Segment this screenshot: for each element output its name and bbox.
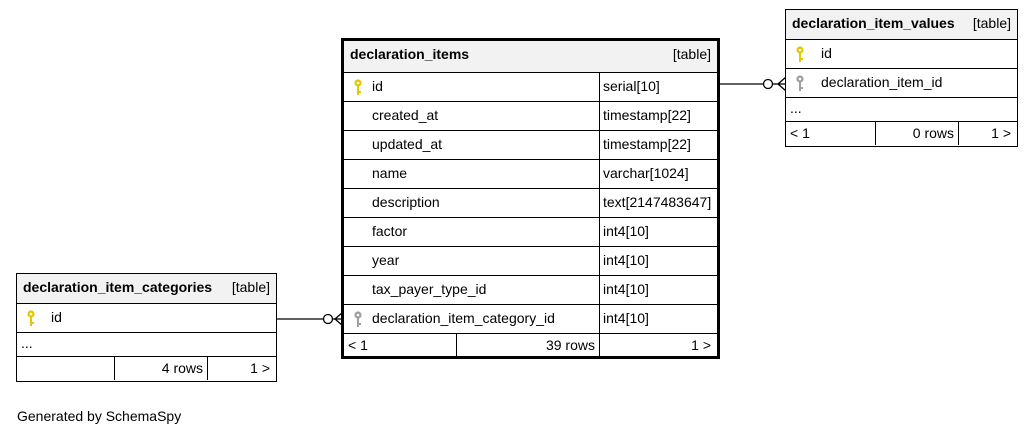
table-kind: [table] [231, 279, 270, 295]
column-type: int4[10] [599, 218, 717, 246]
column-type: text[2147483647] [599, 189, 717, 217]
column-name: id [821, 45, 832, 61]
column-type: varchar[1024] [599, 160, 717, 188]
table-name: declaration_item_values [792, 15, 955, 31]
foreign-key-icon [796, 75, 804, 91]
column-name: id [372, 78, 383, 94]
table-footer: < 1 39 rows 1 > [344, 333, 717, 357]
table-kind: [table] [672, 46, 711, 62]
children-link[interactable]: 1 > [599, 334, 717, 357]
column-type: timestamp[22] [599, 102, 717, 130]
column-name: id [51, 309, 62, 325]
generated-by-caption: Generated by SchemaSpy [17, 408, 182, 424]
column-type: timestamp[22] [599, 131, 717, 159]
column-name: year [372, 252, 400, 268]
children-link[interactable]: 1 > [207, 357, 276, 380]
key-icon [354, 79, 362, 95]
row-count: 39 rows [456, 334, 599, 357]
table-footer: 4 rows 1 > [17, 356, 276, 380]
relationship-items-to-values [719, 76, 787, 92]
column-type: int4[10] [599, 305, 717, 333]
table-header[interactable]: declaration_item_categories [table] [17, 274, 276, 303]
column-name: name [372, 165, 408, 181]
foreign-key-icon [354, 311, 362, 327]
column-row[interactable]: description text[2147483647] [344, 188, 717, 217]
key-icon [796, 46, 804, 62]
column-row[interactable]: id [17, 303, 276, 332]
column-name: declaration_item_category_id [372, 310, 555, 326]
column-row[interactable]: id serial[10] [344, 72, 717, 101]
column-name: created_at [372, 107, 439, 123]
key-icon [27, 310, 35, 326]
table-name: declaration_items [350, 46, 470, 62]
parents-link[interactable] [21, 357, 114, 380]
column-row[interactable]: updated_at timestamp[22] [344, 130, 717, 159]
column-type: int4[10] [599, 276, 717, 304]
column-type: serial[10] [599, 73, 717, 101]
column-row[interactable]: name varchar[1024] [344, 159, 717, 188]
column-row[interactable]: tax_payer_type_id int4[10] [344, 275, 717, 304]
more-columns: ... [17, 332, 276, 356]
column-row[interactable]: id [786, 39, 1017, 68]
more-columns: ... [786, 97, 1017, 121]
table-kind: [table] [972, 15, 1011, 31]
table-footer: < 1 0 rows 1 > [786, 121, 1017, 145]
relationship-categories-to-items [276, 311, 344, 327]
ellipsis-text: ... [21, 335, 33, 351]
column-name: description [372, 194, 440, 210]
column-row[interactable]: created_at timestamp[22] [344, 101, 717, 130]
row-count: 4 rows [114, 357, 207, 380]
children-link[interactable]: 1 > [958, 122, 1017, 145]
column-name: declaration_item_id [821, 74, 943, 90]
ellipsis-text: ... [790, 100, 802, 116]
column-type: int4[10] [599, 247, 717, 275]
parents-link[interactable]: < 1 [790, 125, 810, 141]
table-declaration-item-values[interactable]: declaration_item_values [table] id decla… [785, 9, 1018, 147]
table-declaration-item-categories[interactable]: declaration_item_categories [table] id .… [16, 273, 277, 382]
row-count: 0 rows [875, 122, 958, 145]
column-row[interactable]: factor int4[10] [344, 217, 717, 246]
table-name: declaration_item_categories [23, 279, 213, 295]
table-header[interactable]: declaration_items [table] [344, 41, 717, 72]
column-name: factor [372, 223, 408, 239]
column-row[interactable]: declaration_item_id [786, 68, 1017, 97]
table-declaration-items[interactable]: declaration_items [table] id serial[10] … [341, 38, 720, 359]
table-header[interactable]: declaration_item_values [table] [786, 10, 1017, 39]
parents-link[interactable]: < 1 [348, 337, 368, 353]
column-row[interactable]: declaration_item_category_id int4[10] [344, 304, 717, 333]
column-name: updated_at [372, 136, 443, 152]
column-row[interactable]: year int4[10] [344, 246, 717, 275]
column-name: tax_payer_type_id [372, 281, 487, 297]
